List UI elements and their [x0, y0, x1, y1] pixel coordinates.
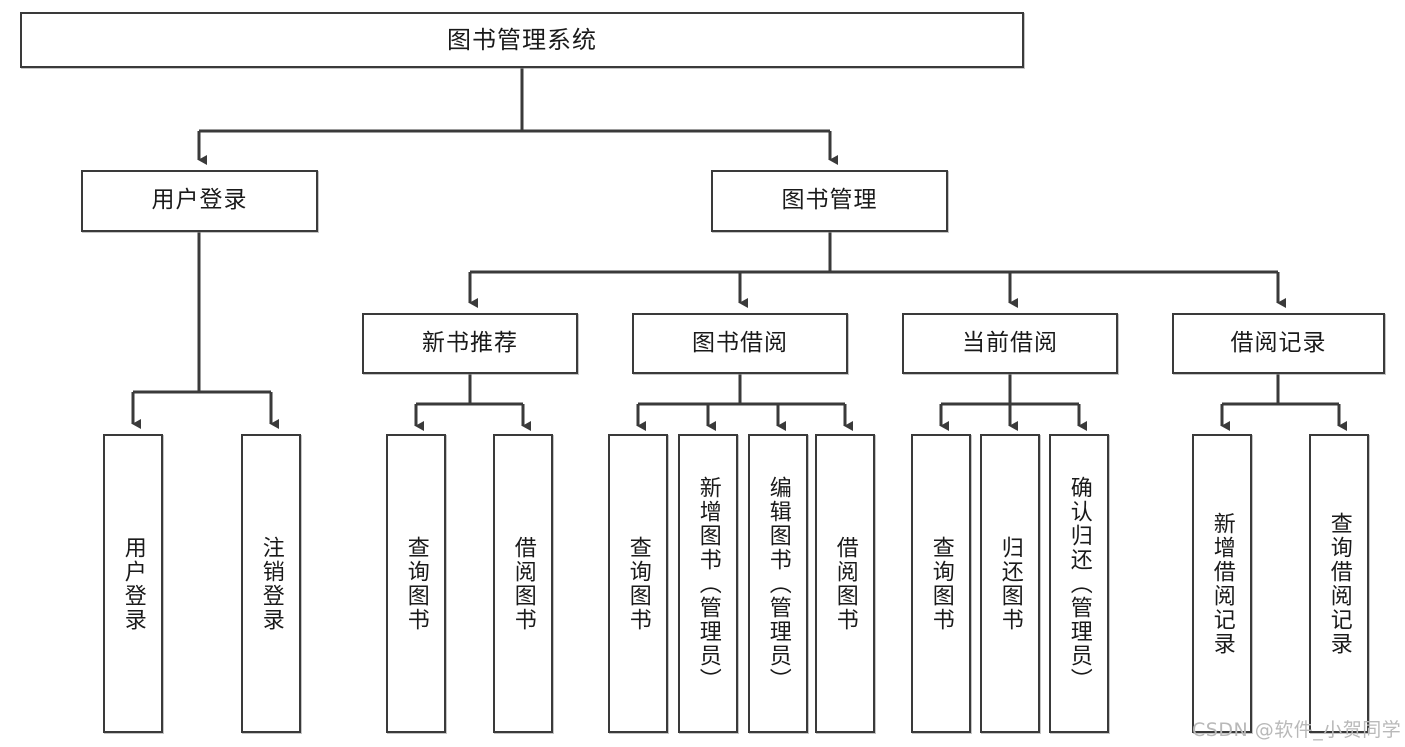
leaf-query-borrow-record[interactable]: 查询借阅记录	[1309, 434, 1369, 733]
node-label: 编辑图书（管理员）	[765, 475, 791, 692]
leaf-add-book-admin[interactable]: 新增图书（管理员）	[678, 434, 738, 733]
node-label: 确认归还（管理员）	[1066, 475, 1092, 692]
node-label: 用户登录	[151, 187, 248, 214]
node-label: 查询图书	[403, 535, 429, 632]
node-label: 查询图书	[928, 535, 954, 632]
leaf-user-login[interactable]: 用户登录	[103, 434, 163, 733]
node-label: 当前借阅	[962, 329, 1058, 356]
leaf-query-book-current[interactable]: 查询图书	[911, 434, 971, 733]
node-label: 新增借阅记录	[1209, 511, 1235, 656]
node-label: 查询图书	[625, 535, 651, 632]
node-book-borrow[interactable]: 图书借阅	[632, 313, 848, 374]
leaf-query-book-recommend[interactable]: 查询图书	[386, 434, 446, 733]
node-label: 新增图书（管理员）	[695, 475, 721, 692]
node-current-borrow[interactable]: 当前借阅	[902, 313, 1118, 374]
node-label: 图书借阅	[692, 329, 788, 356]
leaf-return-book[interactable]: 归还图书	[980, 434, 1040, 733]
node-book-management[interactable]: 图书管理	[711, 170, 948, 232]
node-label: 查询借阅记录	[1326, 511, 1352, 656]
node-root-system[interactable]: 图书管理系统	[20, 12, 1024, 68]
node-label: 新书推荐	[422, 329, 518, 356]
node-user-login[interactable]: 用户登录	[81, 170, 318, 232]
node-label: 注销登录	[258, 535, 284, 632]
node-label: 借阅图书	[832, 535, 858, 632]
node-label: 用户登录	[120, 535, 146, 632]
leaf-borrow-book-recommend[interactable]: 借阅图书	[493, 434, 553, 733]
node-label: 归还图书	[997, 535, 1023, 632]
node-borrow-record[interactable]: 借阅记录	[1172, 313, 1385, 374]
node-label: 图书管理系统	[447, 25, 597, 54]
node-label: 借阅记录	[1230, 329, 1327, 356]
leaf-add-borrow-record[interactable]: 新增借阅记录	[1192, 434, 1252, 733]
leaf-logout[interactable]: 注销登录	[241, 434, 301, 733]
leaf-confirm-return-admin[interactable]: 确认归还（管理员）	[1049, 434, 1109, 733]
node-label: 借阅图书	[510, 535, 536, 632]
node-new-book-recommendation[interactable]: 新书推荐	[362, 313, 578, 374]
leaf-query-book-borrow[interactable]: 查询图书	[608, 434, 668, 733]
leaf-borrow-book[interactable]: 借阅图书	[815, 434, 875, 733]
csdn-watermark: CSDN @软件_小贺同学	[1192, 719, 1402, 741]
node-label: 图书管理	[781, 187, 878, 214]
leaf-edit-book-admin[interactable]: 编辑图书（管理员）	[748, 434, 808, 733]
